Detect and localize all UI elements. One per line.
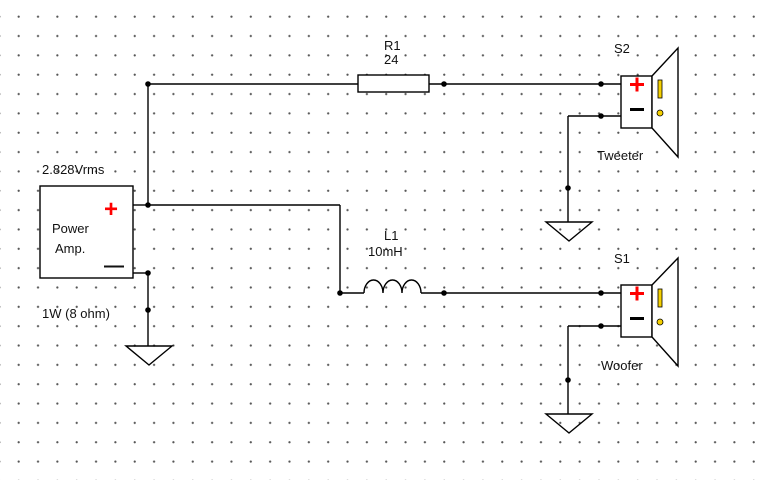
amp-minus-terminal: —	[104, 255, 124, 277]
junction-dot	[598, 290, 604, 296]
power-amp-box[interactable]	[39, 185, 134, 279]
junction-dot	[565, 377, 571, 383]
junction-dot	[441, 81, 447, 87]
r1-ref-label: R1	[384, 38, 401, 53]
junction-dot	[145, 81, 151, 87]
junction-dot	[145, 307, 151, 313]
amp-name-line2: Amp.	[55, 241, 86, 256]
inductor-l1[interactable]	[363, 279, 422, 294]
amp-name-line1: Power	[52, 221, 89, 236]
junction-dot	[598, 323, 604, 329]
junction-dot	[598, 113, 604, 119]
ground-symbol-tweeter	[544, 221, 594, 242]
junction-dot	[337, 290, 343, 296]
junction-dot	[598, 81, 604, 87]
s2-name-label: Tweeter	[597, 148, 644, 163]
speaker-s2-polarity	[630, 77, 664, 117]
amp-rating-label: 1W (8 ohm)	[42, 306, 110, 321]
s1-ref-label: S1	[614, 251, 630, 266]
junction-dot	[441, 290, 447, 296]
l1-ref-label: L1	[384, 228, 399, 243]
s2-ref-label: S2	[614, 41, 630, 56]
ground-symbol-woofer	[544, 413, 594, 434]
ground-symbol-amp	[124, 345, 174, 366]
r1-value-label: 24	[384, 52, 399, 67]
speaker-s1-polarity	[630, 286, 664, 326]
resistor-r1[interactable]	[357, 74, 430, 93]
speaker-s2-cone	[651, 46, 679, 159]
l1-value-label: 10mH	[368, 244, 403, 259]
junction-dot	[145, 202, 151, 208]
s1-name-label: Woofer	[601, 358, 643, 373]
amp-plus-terminal: +	[104, 196, 119, 223]
amp-voltage-label: 2.828Vrms	[42, 162, 105, 177]
junction-dot	[145, 270, 151, 276]
speaker-s1-cone	[651, 256, 679, 368]
junction-dot	[565, 185, 571, 191]
